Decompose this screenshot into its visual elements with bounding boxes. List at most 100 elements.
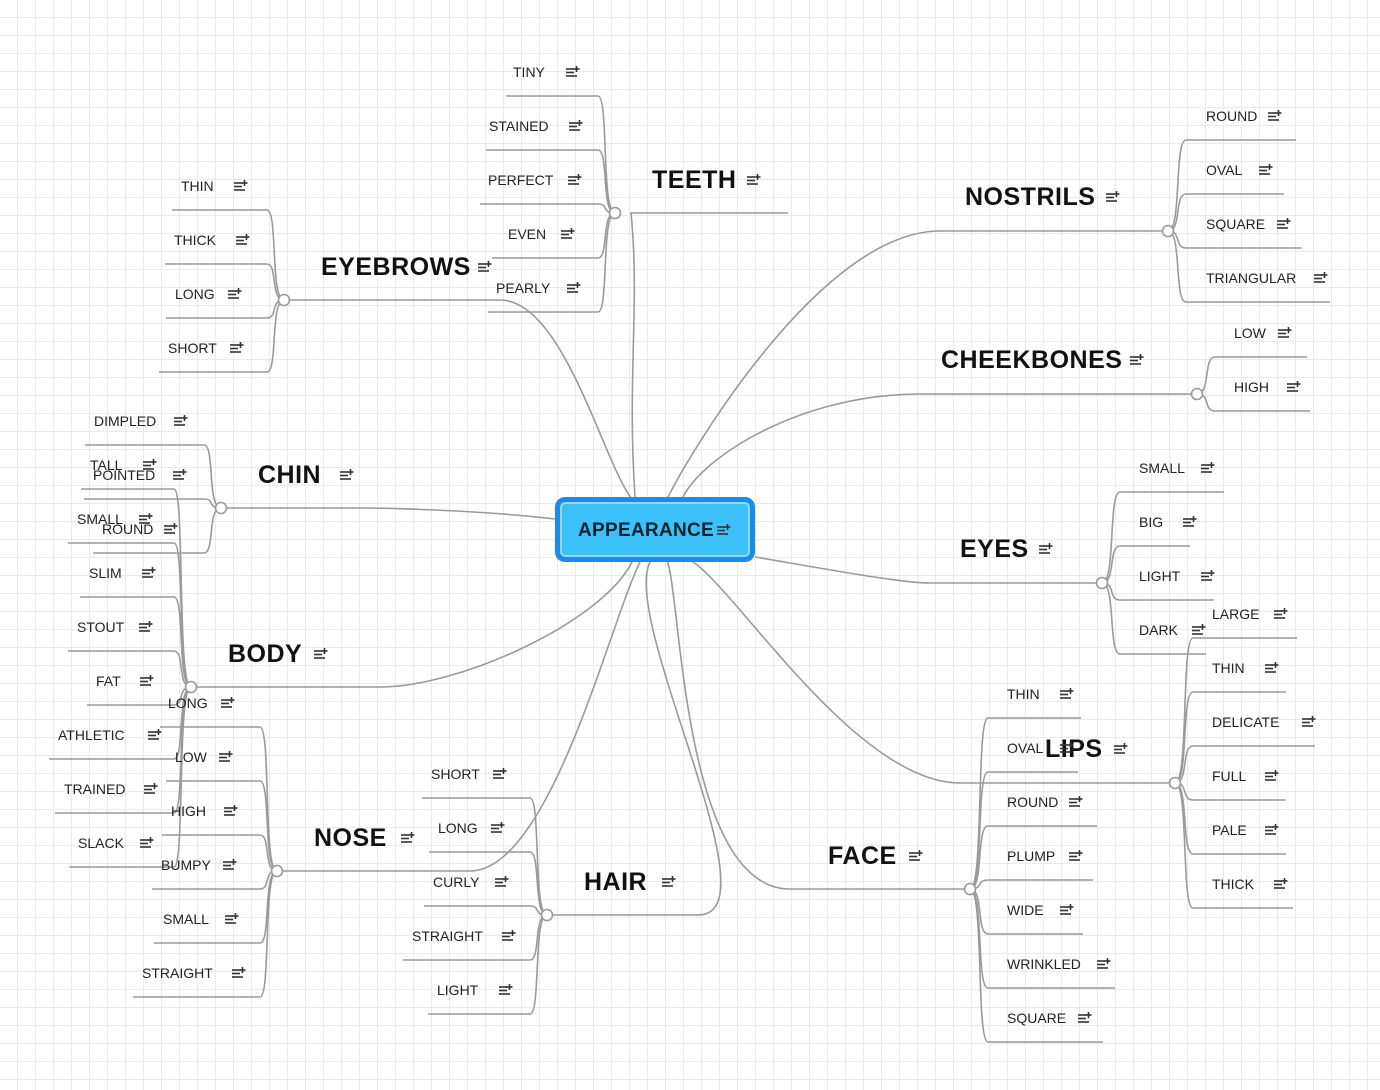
note-add-icon[interactable] (1274, 608, 1288, 620)
note-add-icon[interactable] (227, 288, 242, 300)
note-add-icon[interactable] (142, 459, 157, 471)
junction-lips[interactable] (1168, 776, 1182, 790)
leaf-nose-low[interactable]: LOW (175, 749, 207, 765)
note-add-icon[interactable] (1277, 218, 1291, 230)
leaf-face-oval[interactable]: OVAL (1007, 740, 1044, 756)
note-add-icon[interactable] (1191, 624, 1206, 636)
note-add-icon[interactable] (1258, 164, 1273, 176)
leaf-eyes-light[interactable]: LIGHT (1139, 568, 1181, 584)
branch-eyebrows-label[interactable]: EYEBROWS (321, 253, 471, 281)
note-add-icon[interactable] (230, 342, 244, 354)
junction-cheekbones[interactable] (1190, 387, 1204, 401)
leaf-eyebrows-short[interactable]: SHORT (168, 340, 217, 356)
leaf-lips-thick[interactable]: THICK (1212, 876, 1254, 892)
note-add-icon[interactable] (1059, 742, 1074, 754)
note-add-icon[interactable] (218, 751, 233, 763)
junction-eyebrows[interactable] (277, 293, 291, 307)
note-add-icon[interactable] (233, 180, 248, 192)
leaf-nose-bumpy[interactable]: BUMPY (161, 857, 211, 873)
note-add-icon[interactable] (223, 805, 238, 817)
note-add-icon[interactable] (236, 234, 250, 246)
note-add-icon[interactable] (1059, 904, 1074, 916)
leaf-nose-long[interactable]: LONG (168, 695, 208, 711)
note-add-icon[interactable] (1274, 878, 1288, 890)
note-add-icon[interactable] (141, 567, 156, 579)
note-add-icon[interactable] (1201, 570, 1215, 582)
note-add-icon[interactable] (1264, 824, 1279, 836)
leaf-face-square[interactable]: SQUARE (1007, 1010, 1067, 1026)
note-add-icon[interactable] (493, 768, 507, 780)
leaf-teeth-perfect[interactable]: PERFECT (488, 172, 554, 188)
junction-nostrils[interactable] (1161, 224, 1175, 238)
leaf-hair-long[interactable]: LONG (438, 820, 478, 836)
leaf-nose-high[interactable]: HIGH (171, 803, 206, 819)
note-add-icon[interactable] (1096, 958, 1111, 970)
branch-hair-label[interactable]: HAIR (584, 868, 648, 896)
junction-body[interactable] (184, 680, 198, 694)
branch-nose-label[interactable]: NOSE (314, 824, 387, 852)
leaf-hair-light[interactable]: LIGHT (437, 982, 479, 998)
leaf-eyebrows-thin[interactable]: THIN (181, 178, 214, 194)
note-add-icon[interactable] (1114, 743, 1128, 755)
leaf-nose-straight[interactable]: STRAIGHT (142, 965, 213, 981)
note-add-icon[interactable] (478, 261, 492, 273)
note-add-icon[interactable] (1264, 770, 1279, 782)
note-add-icon[interactable] (401, 832, 415, 844)
note-add-icon[interactable] (567, 282, 581, 294)
note-add-icon[interactable] (225, 913, 239, 925)
leaf-eyes-small[interactable]: SMALL (1139, 460, 1185, 476)
note-add-icon[interactable] (1069, 850, 1083, 862)
note-add-icon[interactable] (174, 415, 188, 427)
note-add-icon[interactable] (499, 984, 513, 996)
leaf-body-tall[interactable]: TALL (90, 457, 123, 473)
note-add-icon[interactable] (164, 523, 178, 535)
leaf-eyebrows-long[interactable]: LONG (175, 286, 215, 302)
note-add-icon[interactable] (1264, 662, 1279, 674)
branch-face-label[interactable]: FACE (828, 842, 897, 870)
leaf-chin-pointed[interactable]: POINTED (93, 467, 156, 483)
note-add-icon[interactable] (1106, 191, 1120, 203)
note-add-icon[interactable] (140, 837, 154, 849)
root-topic-appearance[interactable]: APPEARANCE (555, 497, 755, 562)
junction-face[interactable] (963, 882, 977, 896)
leaf-eyebrows-thick[interactable]: THICK (174, 232, 216, 248)
leaf-face-wrinkled[interactable]: WRINKLED (1007, 956, 1081, 972)
leaf-face-plump[interactable]: PLUMP (1007, 848, 1056, 864)
leaf-hair-straight[interactable]: STRAIGHT (412, 928, 483, 944)
leaf-body-athletic[interactable]: ATHLETIC (58, 727, 125, 743)
junction-chin[interactable] (214, 501, 228, 515)
leaf-eyes-big[interactable]: BIG (1139, 514, 1164, 530)
leaf-body-slack[interactable]: SLACK (78, 835, 124, 851)
note-add-icon[interactable] (490, 822, 505, 834)
leaf-nostrils-oval[interactable]: OVAL (1206, 162, 1243, 178)
note-add-icon[interactable] (147, 729, 162, 741)
note-add-icon[interactable] (1182, 516, 1197, 528)
junction-hair[interactable] (540, 908, 554, 922)
note-add-icon[interactable] (231, 967, 246, 979)
note-add-icon[interactable] (501, 930, 516, 942)
leaf-chin-dimpled[interactable]: DIMPLED (94, 413, 157, 429)
note-add-icon[interactable] (1130, 354, 1144, 366)
note-add-icon[interactable] (1268, 110, 1282, 122)
junction-eyes[interactable] (1095, 576, 1109, 590)
leaf-nostrils-square[interactable]: SQUARE (1206, 216, 1266, 232)
note-add-icon[interactable] (1059, 688, 1074, 700)
note-add-icon[interactable] (717, 523, 731, 535)
branch-cheekbones-label[interactable]: CHEEKBONES (941, 346, 1123, 374)
branch-chin-label[interactable]: CHIN (258, 461, 322, 489)
leaf-lips-full[interactable]: FULL (1212, 768, 1247, 784)
branch-eyes-label[interactable]: EYES (960, 535, 1029, 563)
leaf-cheekbones-low[interactable]: LOW (1234, 325, 1266, 341)
branch-teeth-label[interactable]: TEETH (652, 166, 737, 194)
note-add-icon[interactable] (1314, 272, 1328, 284)
leaf-body-slim[interactable]: SLIM (89, 565, 122, 581)
leaf-chin-round[interactable]: ROUND (102, 521, 154, 537)
note-add-icon[interactable] (560, 228, 575, 240)
note-add-icon[interactable] (1078, 1012, 1092, 1024)
leaf-nostrils-round[interactable]: ROUND (1206, 108, 1258, 124)
note-add-icon[interactable] (662, 876, 676, 888)
leaf-teeth-tiny[interactable]: TINY (513, 64, 545, 80)
leaf-hair-curly[interactable]: CURLY (433, 874, 480, 890)
note-add-icon[interactable] (1069, 796, 1083, 808)
